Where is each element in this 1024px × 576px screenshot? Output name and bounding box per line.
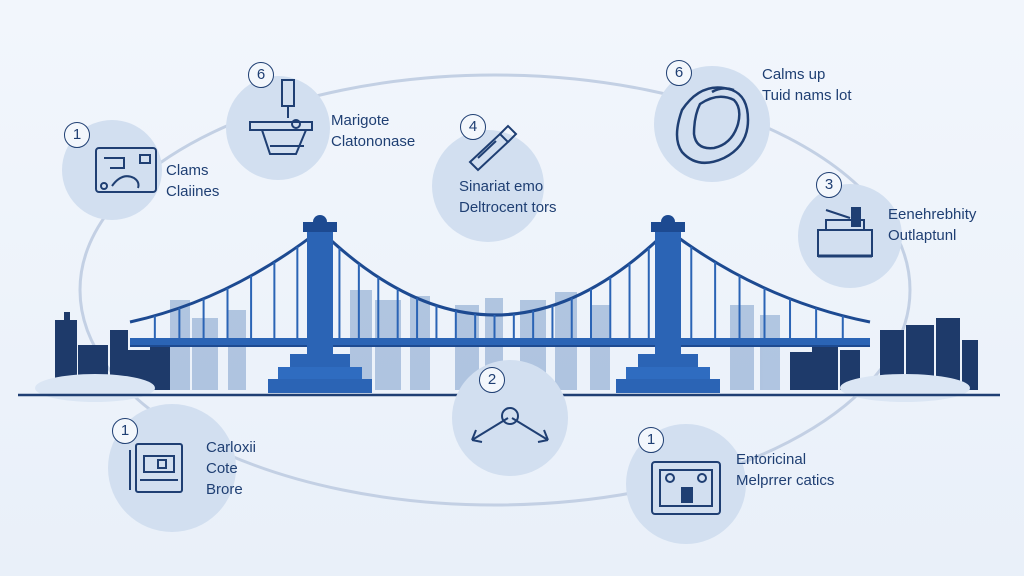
step-number: 6 bbox=[666, 60, 692, 86]
press-icon bbox=[817, 207, 873, 258]
step-number: 4 bbox=[460, 114, 486, 140]
arrows-icon bbox=[471, 407, 549, 443]
step-circle-6 bbox=[452, 360, 568, 476]
step-number: 1 bbox=[638, 427, 664, 453]
cycle-ring bbox=[78, 73, 912, 507]
control-box-icon bbox=[651, 461, 721, 515]
step-number: 6 bbox=[248, 62, 274, 88]
left-skyline bbox=[55, 312, 170, 390]
step-circle-5 bbox=[798, 184, 902, 288]
bridge-deck bbox=[130, 338, 870, 346]
machine-icon bbox=[249, 79, 313, 155]
panel-icon bbox=[129, 443, 183, 493]
step-circle-2 bbox=[226, 76, 330, 180]
step-number: 3 bbox=[816, 172, 842, 198]
step-circle-3 bbox=[432, 130, 544, 242]
cable-frame-icon bbox=[675, 86, 750, 165]
step-number: 2 bbox=[479, 367, 505, 393]
step-number: 1 bbox=[112, 418, 138, 444]
step-circle-7 bbox=[108, 404, 236, 532]
wrench-icon bbox=[468, 124, 518, 172]
clamps-icon bbox=[95, 147, 157, 193]
left-tower bbox=[268, 215, 372, 393]
step-number: 1 bbox=[64, 122, 90, 148]
right-tower bbox=[616, 215, 720, 393]
step-circle-1 bbox=[62, 120, 162, 220]
